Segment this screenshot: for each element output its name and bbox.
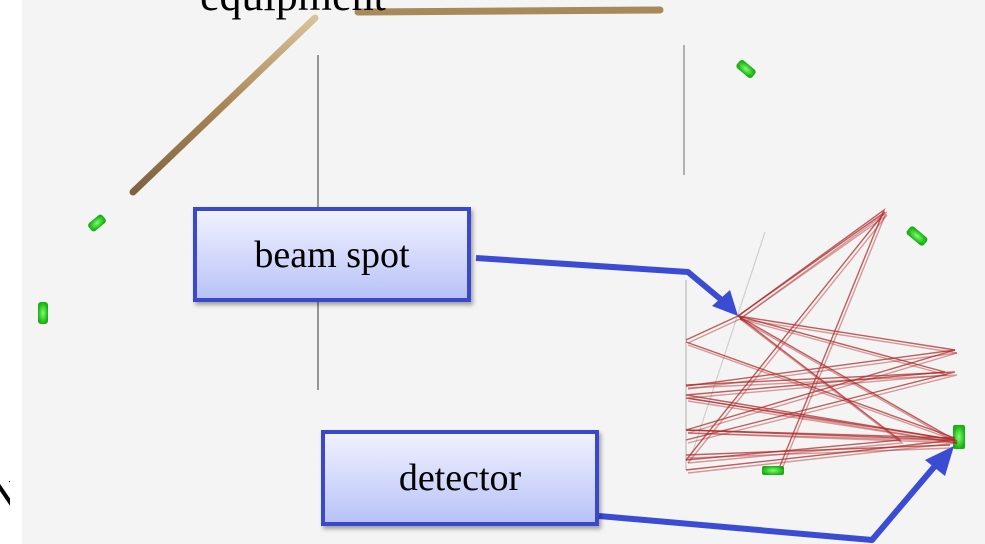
detector-arrowhead [925,446,954,476]
green-element-top-right [736,59,756,79]
beam-path-shadow-2 [687,318,958,444]
beam-spot-arrowhead [712,290,738,316]
beam-path-shadow-9 [687,374,958,444]
beam-path-shadow-5 [687,318,741,344]
top-mirror [354,6,664,16]
beam-path-13 [685,444,951,456]
beam-path-group [685,207,958,474]
beam-path-shadow-1 [687,318,958,442]
green-element-left [38,302,48,324]
beam-path-5 [685,315,739,341]
beam-path-8 [685,349,956,387]
diagonal-mirror [129,14,319,196]
detector-label: detector [398,457,522,499]
beam-spot-label: beam spot [254,233,410,276]
left-cropped-text: N [0,474,10,518]
beam-spot-callout: beam spot [193,207,471,302]
beam-path-shadow-12 [687,344,958,442]
beam-path-shadow-10 [687,432,958,474]
detector-callout: detector [321,430,599,526]
beam-path-shadow-13 [687,447,953,459]
beam-path-shadow-6 [739,210,888,470]
beam-path-12 [685,341,956,439]
beam-path-6 [737,207,886,467]
beam-path-11 [685,397,956,441]
beam-path-shadow-7 [687,214,888,464]
top-cropped-text: equipment [200,0,386,18]
green-element-bottom [762,466,784,475]
detector-arrow [598,458,943,543]
beam-path-shadow-3 [687,318,904,464]
detector-element [953,425,965,449]
beam-path-9 [685,371,956,441]
beam-path-shadow-4 [739,318,958,444]
green-element-left-diag [88,214,106,232]
green-element-right [906,226,928,246]
beam-path-shadow-11 [687,400,958,444]
faint-diagonal [689,231,766,461]
beam-path-2 [685,315,956,441]
beam-path-3 [685,315,902,461]
beam-path-4 [737,315,956,441]
beam-spot-arrow [475,255,726,305]
